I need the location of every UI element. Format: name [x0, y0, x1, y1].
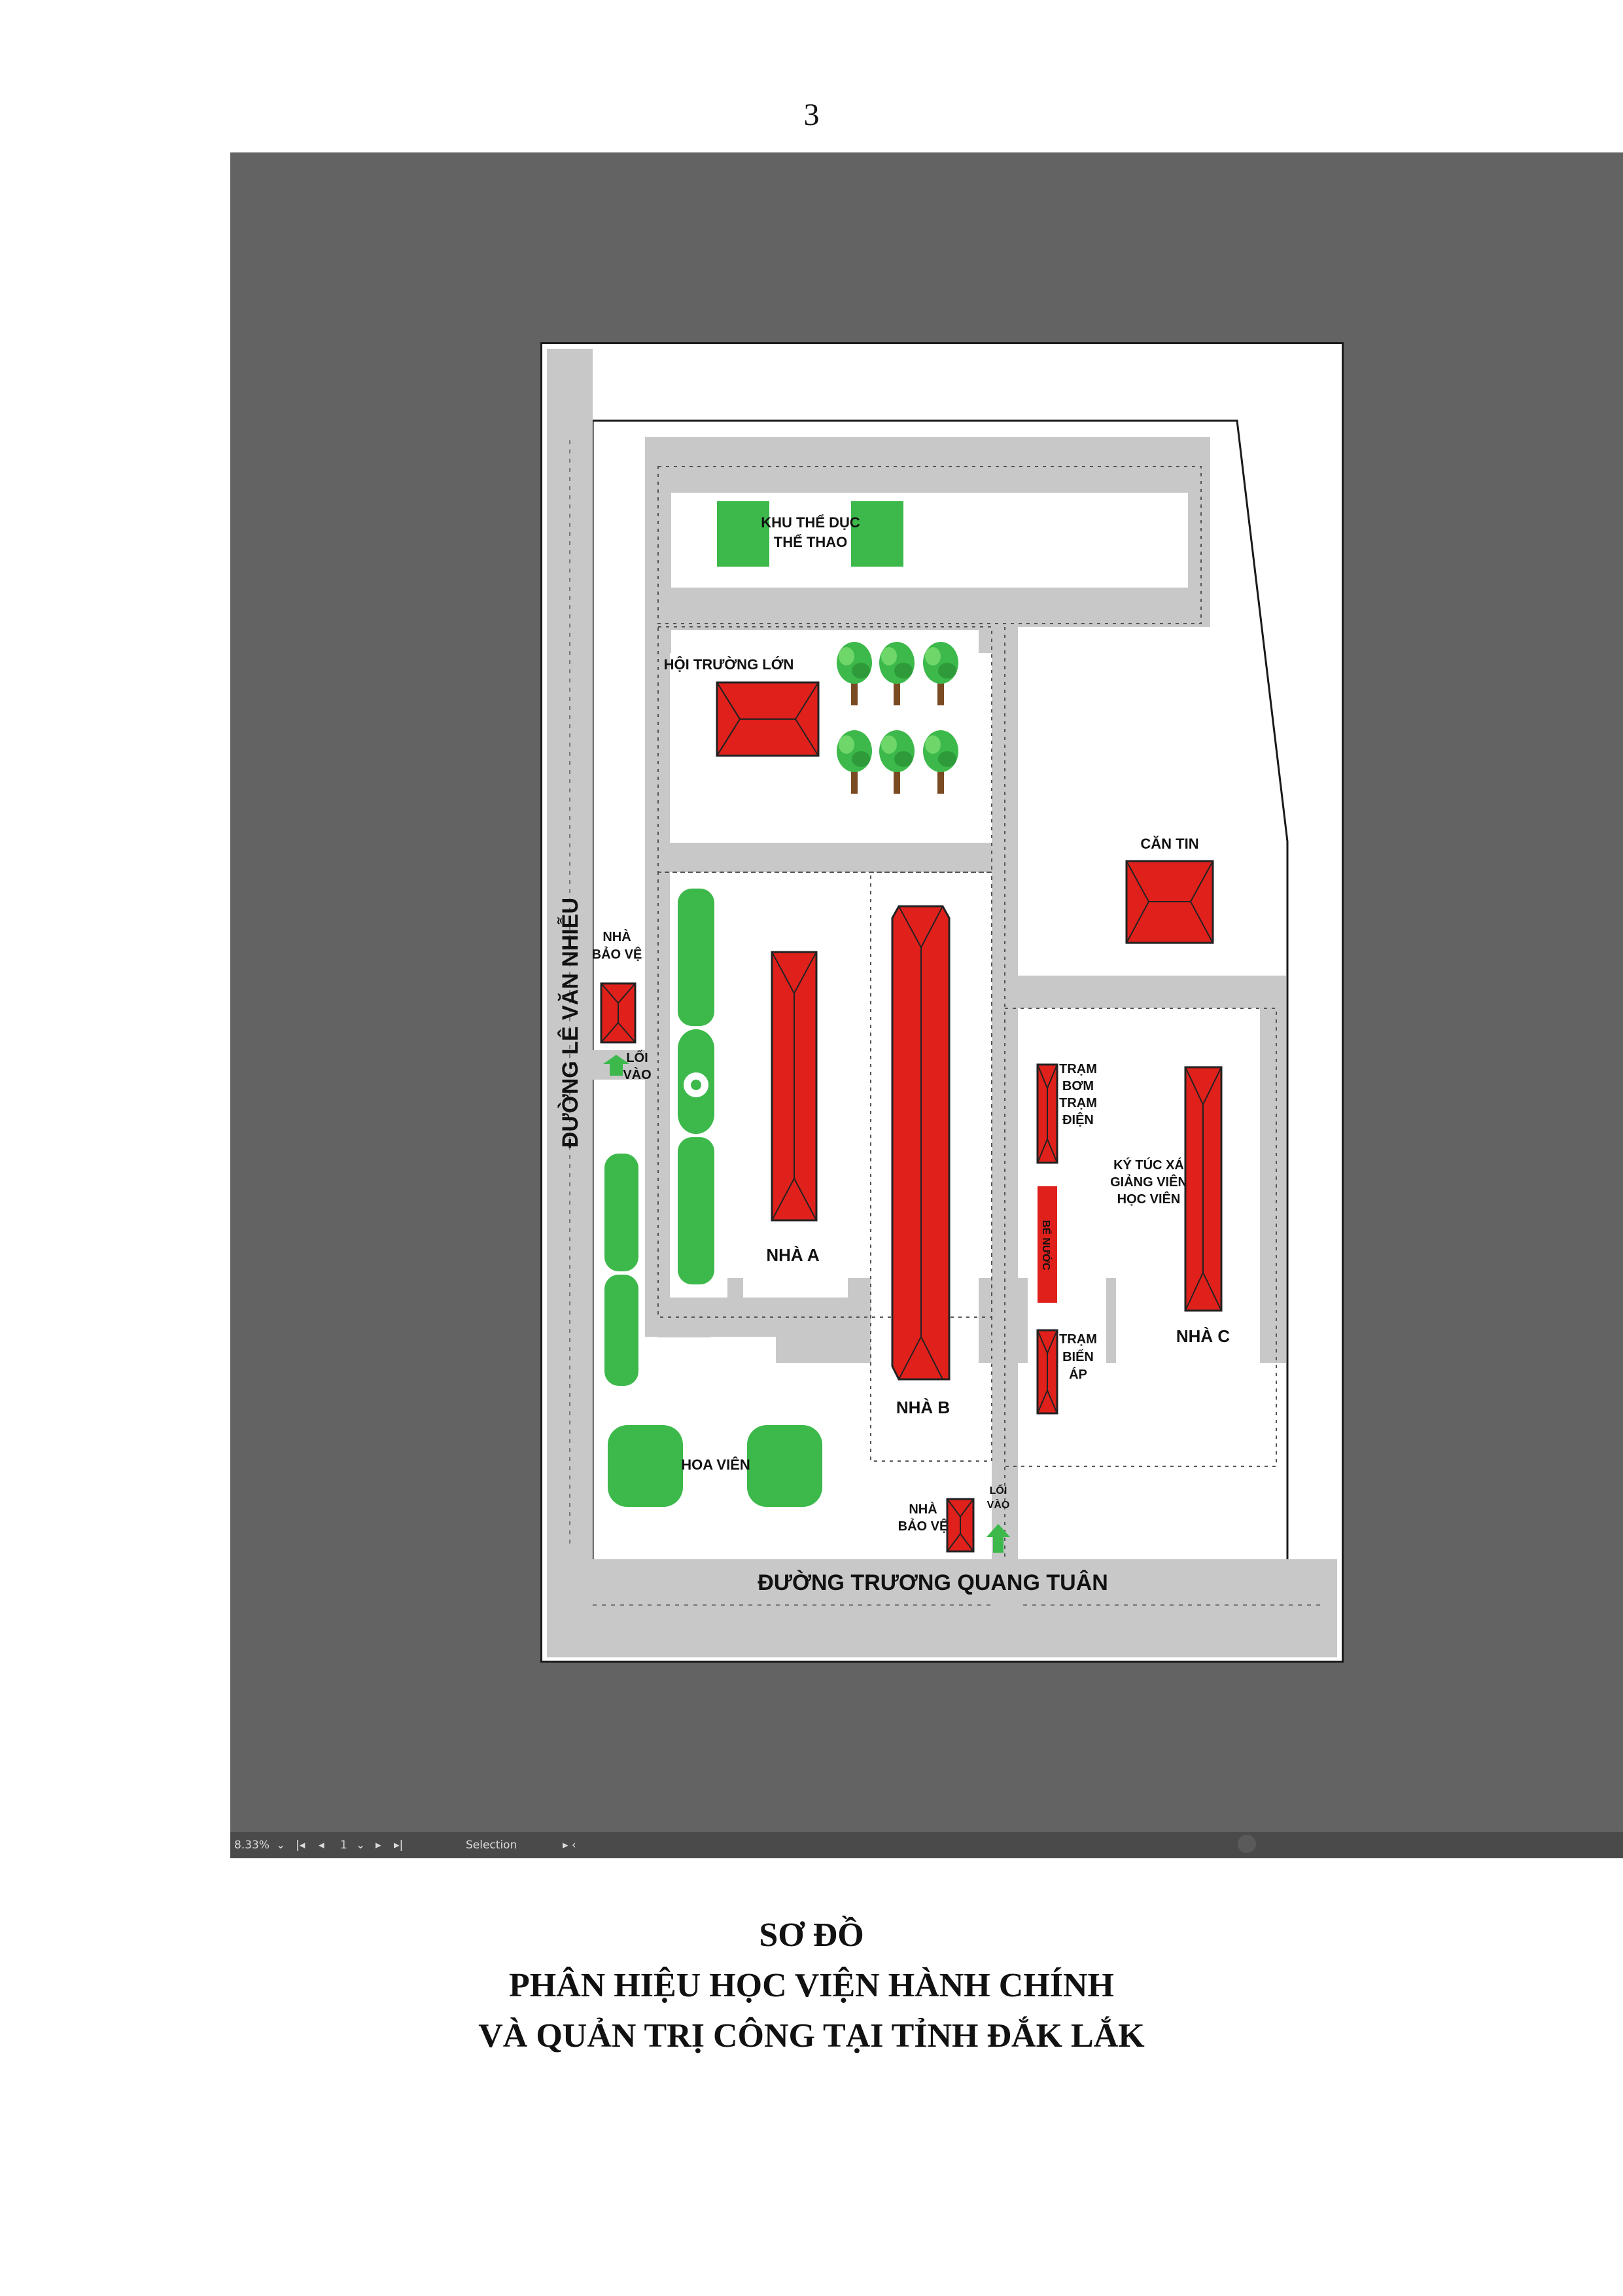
hall-label: HỘI TRƯỜNG LỚN: [664, 656, 794, 673]
next-artboard-icon[interactable]: ▸: [375, 1839, 381, 1852]
pump-station-building: [1036, 1063, 1058, 1164]
pump-label-3: TRẠM: [1059, 1096, 1097, 1110]
guard-bottom-label-1: NHÀ: [909, 1502, 937, 1517]
zoom-dropdown-icon[interactable]: ⌄: [276, 1839, 286, 1852]
entrance-bottom-label-1: LỐI: [990, 1483, 1007, 1496]
building-b-label: NHÀ B: [896, 1398, 950, 1417]
garden-label: HOA VIÊN: [681, 1457, 750, 1473]
caption-line-3: VÀ QUẢN TRỊ CÔNG TẠI TỈNH ĐẮK LẮK: [478, 2017, 1145, 2055]
transformer-label-2: BIẾN: [1062, 1349, 1094, 1364]
first-artboard-icon[interactable]: |◂: [296, 1839, 305, 1852]
building-a: [771, 951, 818, 1222]
dormitory-label-3: HỌC VIÊN: [1117, 1191, 1181, 1207]
editor-statusbar: 8.33% ⌄ |◂ ◂ 1 ⌄ ▸ ▸| Selection ▸ ‹: [230, 1832, 1623, 1858]
guard-bottom-label-2: BẢO VỆ: [898, 1518, 949, 1534]
page-number: 3: [803, 97, 820, 132]
caption-title: SƠ ĐỒ: [759, 1916, 864, 1954]
building-a-label: NHÀ A: [766, 1245, 820, 1265]
building-b: [891, 905, 951, 1381]
guard-left-label-2: BẢO VỆ: [592, 946, 642, 962]
scroll-thumb[interactable]: [1238, 1835, 1256, 1853]
zoom-readout[interactable]: 8.33%: [234, 1839, 270, 1852]
entrance-arrow-left-icon: [603, 1055, 629, 1076]
entrance-bottom-label-2: VÀO: [987, 1498, 1010, 1511]
artboard-number[interactable]: 1: [340, 1839, 347, 1852]
water-tank: [1038, 1186, 1057, 1303]
canteen-building: [1125, 860, 1214, 944]
water-tank-label: BỂ NƯỚC: [1040, 1220, 1053, 1271]
last-artboard-icon[interactable]: ▸|: [394, 1839, 404, 1852]
campus-map: KHU THỂ DỤC THỂ THAO HỘI TRƯỜNG LỚN CĂN …: [547, 349, 1337, 1657]
lawn-strip: [678, 889, 714, 1284]
pump-label-2: BƠM: [1062, 1079, 1094, 1093]
sports-field-right: [851, 501, 903, 567]
guard-house-left: [600, 982, 637, 1044]
canteen-label: CĂN TIN: [1140, 836, 1198, 852]
prev-artboard-icon[interactable]: ◂: [319, 1839, 324, 1852]
dormitory-label-1: KÝ TÚC XÁ: [1113, 1157, 1184, 1173]
road-left-label: ĐƯỜNG LÊ VĂN NHIỄU: [558, 898, 583, 1148]
current-tool: Selection: [466, 1839, 517, 1852]
building-c: [1184, 1066, 1223, 1312]
status-arrow-icon[interactable]: ▸ ‹: [563, 1839, 576, 1852]
building-c-label: NHÀ C: [1176, 1326, 1230, 1346]
sports-field-left: [717, 501, 769, 567]
guard-left-label-1: NHÀ: [602, 929, 631, 944]
entrance-arrow-bottom-icon: [986, 1524, 1010, 1553]
transformer-label-3: ÁP: [1069, 1367, 1087, 1382]
entrance-left-label-1: LỐI: [626, 1050, 648, 1065]
transformer-building: [1036, 1329, 1058, 1415]
hall-building: [716, 681, 820, 757]
transformer-label-1: TRẠM: [1059, 1332, 1097, 1347]
pump-label-4: ĐIỆN: [1062, 1112, 1094, 1127]
side-garden: [604, 1154, 822, 1507]
sports-label-2: THỂ THAO: [774, 534, 847, 550]
artboard-dropdown-icon[interactable]: ⌄: [356, 1839, 366, 1852]
dormitory-label-2: GIẢNG VIÊN: [1110, 1174, 1187, 1190]
entrance-left-label-2: VÀO: [623, 1067, 651, 1082]
pump-label-1: TRẠM: [1059, 1062, 1097, 1076]
road-truong-quang-tuan: [547, 1559, 1337, 1657]
caption-line-2: PHÂN HIỆU HỌC VIỆN HÀNH CHÍNH: [508, 1967, 1114, 2004]
guard-house-bottom: [946, 1498, 975, 1553]
road-bottom-label: ĐƯỜNG TRƯƠNG QUANG TUÂN: [758, 1570, 1108, 1595]
sports-label-1: KHU THỂ DỤC: [761, 514, 860, 531]
